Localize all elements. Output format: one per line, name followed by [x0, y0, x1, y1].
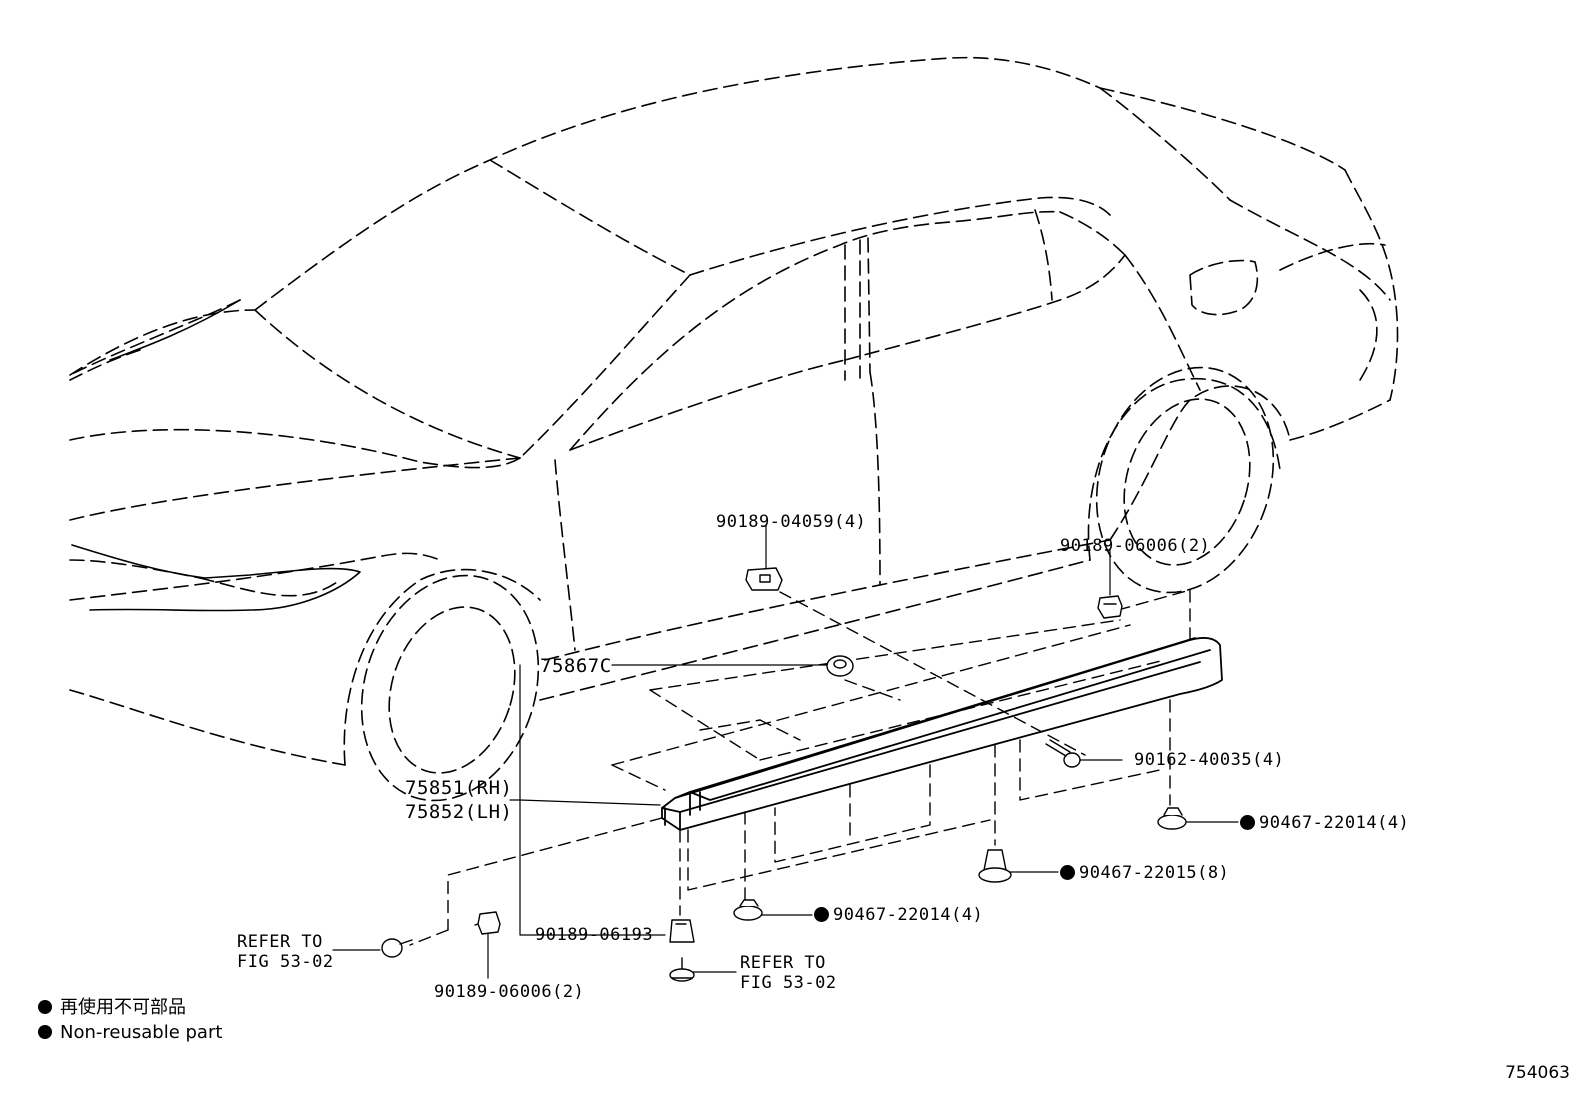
legend-japanese: 再使用不可部品 — [38, 996, 186, 1020]
legend-english: Non-reusable part — [38, 1021, 222, 1045]
label-90189-04059: 90189-04059(4) — [716, 512, 867, 532]
label-90467-22014-right: 90467-22014(4) — [1240, 813, 1409, 833]
label-refer-bottom-line1: REFER TO — [740, 953, 826, 973]
non-reusable-dot-icon — [1240, 815, 1255, 830]
label-refer-bottom-line2: FIG 53-02 — [740, 973, 837, 993]
label-75867c: 75867C — [540, 655, 612, 677]
label-90467-22014-mid: 90467-22014(4) — [814, 905, 983, 925]
leader-lines — [332, 524, 1239, 979]
vehicle-outline — [69, 56, 1399, 802]
non-reusable-dot-icon — [814, 907, 829, 922]
label-75852-lh: 75852(LH) — [405, 801, 513, 823]
label-90189-06006-bottom: 90189-06006(2) — [434, 982, 585, 1002]
label-refer-left-line1: REFER TO — [237, 932, 323, 952]
headlamp-detail — [71, 299, 361, 612]
non-reusable-dot-icon — [1060, 865, 1075, 880]
label-90162-40035: 90162-40035(4) — [1134, 750, 1285, 770]
rocker-moulding — [661, 637, 1223, 831]
non-reusable-dot-icon — [38, 1000, 52, 1014]
installation-guides — [409, 589, 1191, 946]
label-90189-06193: 90189-06193 — [535, 925, 654, 945]
label-refer-left-line2: FIG 53-02 — [237, 952, 334, 972]
label-75851-rh: 75851(RH) — [405, 777, 513, 799]
label-90189-06006-top: 90189-06006(2) — [1060, 536, 1211, 556]
non-reusable-dot-icon — [38, 1025, 52, 1039]
figure-number: 754063 — [1505, 1063, 1570, 1083]
label-90467-22015: 90467-22015(8) — [1060, 863, 1229, 883]
fasteners — [381, 567, 1187, 982]
